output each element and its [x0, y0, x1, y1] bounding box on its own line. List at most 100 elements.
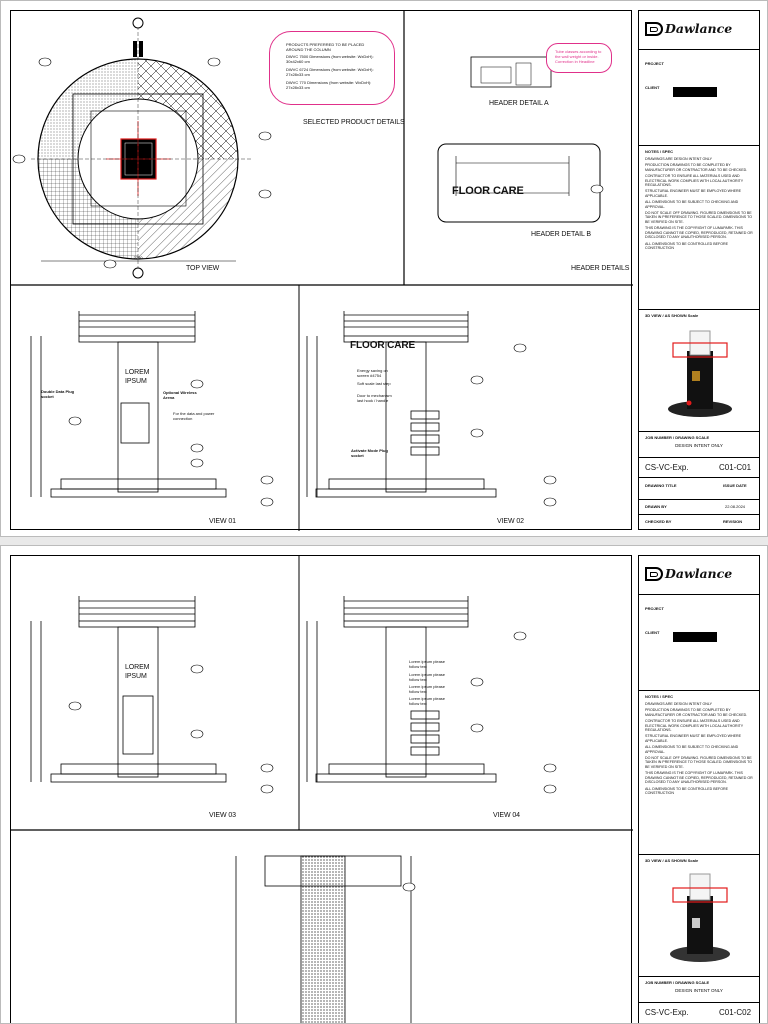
- notes-list: DRAWINGS ARE DESIGN INTENT ONLY PRODUCTI…: [645, 702, 755, 797]
- note-item: THIS DRAWING IS THE COPYRIGHT OF LUMAPAR…: [645, 771, 753, 785]
- note-item: PRODUCTION DRAWINGS TO BE COMPLETED BY M…: [645, 708, 748, 717]
- company-name: Dawlance: [665, 21, 733, 36]
- divider: [639, 309, 759, 310]
- note-item: DO NOT SCALE OFF DRAWING. FIGURED DIMENS…: [645, 756, 753, 769]
- divider: [639, 477, 759, 478]
- floor-care-elevation: FLOOR CARE: [350, 340, 416, 351]
- header-note: Tube classes according to the wall weigh…: [555, 49, 602, 64]
- sheet2-drawings: [11, 556, 633, 1023]
- selected-product-label: SELECTED PRODUCT DETAILS: [303, 119, 405, 126]
- lorem-ipsum-line: Lorem ipsum please follow text: [409, 684, 446, 694]
- svg-text:2750: 2750: [134, 255, 144, 260]
- note-item: DRAWINGS ARE DESIGN INTENT ONLY: [645, 702, 713, 706]
- company-name: Dawlance: [665, 566, 733, 581]
- divider: [639, 594, 759, 595]
- render-label: 3D VIEW / AS SHOWN Scale: [645, 858, 699, 863]
- drawing-code: CS-VC-Exp.: [645, 463, 689, 472]
- divider: [639, 854, 759, 855]
- notes-header: NOTES / SPEC: [645, 694, 674, 699]
- sheet-number: C01-C02: [719, 1008, 752, 1017]
- footer-field: DRAWN BY: [645, 504, 667, 509]
- footer-field: REVISION: [723, 519, 743, 524]
- divider: [639, 457, 759, 458]
- double-data-note: Double Data Plug socket: [41, 389, 75, 399]
- products-note-cloud: PRODUCTS PREFERRED TO BE PLACED AROUND T…: [269, 31, 395, 105]
- activate-mode-note: Activate Mode Plug socket: [351, 448, 388, 458]
- header-details-label: HEADER DETAILS: [571, 265, 630, 272]
- lorem-ipsum-line: Lorem ipsum please follow text: [409, 659, 446, 669]
- drawing-frame: [10, 555, 633, 1023]
- drawing-frame: 2750: [10, 10, 633, 531]
- client-label: CLIENT: [645, 85, 660, 90]
- divider: [639, 690, 759, 691]
- view04-label: VIEW 04: [493, 812, 520, 819]
- divider: [639, 431, 759, 432]
- note-item: CONTRACTOR TO ENSURE ALL MATERIALS USED …: [645, 174, 744, 188]
- footer-field: DRAWING TITLE: [645, 483, 677, 488]
- optional-arena-note: Optional Wireless Arena: [163, 390, 197, 400]
- note-item: STRUCTURAL ENGINEER MUST BE EMPLOYED WHE…: [645, 734, 742, 743]
- product-render: [668, 330, 732, 417]
- drawing-code: CS-VC-Exp.: [645, 1008, 689, 1017]
- note-item: STRUCTURAL ENGINEER MUST BE EMPLOYED WHE…: [645, 189, 742, 198]
- note-item: ALL DIMENSIONS TO BE CONTROLLED BEFORE C…: [645, 786, 729, 795]
- sheet-number: C01-C01: [719, 463, 752, 472]
- ipsum-label: IPSUM: [125, 378, 147, 385]
- note-item: CONTRACTOR TO ENSURE ALL MATERIALS USED …: [645, 719, 744, 733]
- divider: [639, 145, 759, 146]
- note-item: PRODUCTION DRAWINGS TO BE COMPLETED BY M…: [645, 163, 748, 172]
- title-block: Dawlance PROJECT CLIENT NOTES / SPEC DRA…: [638, 555, 760, 1023]
- project-label: PROJECT: [645, 61, 664, 66]
- design-intent-label: DESIGN INTENT ONLY: [675, 443, 723, 448]
- logo-mark-icon: [645, 21, 663, 36]
- products-note-line: DWVC 770 Dimensions (from website: WxDxH…: [286, 80, 372, 90]
- drawing-sheet-1: 2750: [0, 0, 768, 537]
- view02-label: VIEW 02: [497, 518, 524, 525]
- note-item: ALL DIMENSIONS TO BE CONTROLLED BEFORE C…: [645, 241, 729, 250]
- header-detail-b-label: HEADER DETAIL B: [531, 231, 591, 238]
- products-note-line: DWVC 7500 Dimensions (from website: WxDx…: [286, 54, 374, 64]
- divider: [639, 976, 759, 977]
- logo-mark-icon: [645, 566, 663, 581]
- lorem-ipsum-line: Lorem ipsum please follow text: [409, 696, 446, 706]
- divider: [639, 499, 759, 500]
- note-item: ALL DIMENSIONS TO BE SUBJECT TO CHECKING…: [645, 745, 739, 754]
- top-view-label: TOP VIEW: [186, 265, 220, 272]
- divider: [639, 49, 759, 50]
- view02-note: Energy saving on screen #4754: [357, 368, 388, 378]
- company-logo: Dawlance: [645, 566, 732, 581]
- lorem-ipsum-line: Lorem ipsum please follow text: [409, 672, 446, 682]
- product-render: [670, 873, 730, 962]
- drawing-sheet-2: VIEW 03 VIEW 04 LOREM IPSUM Lorem ipsum …: [0, 545, 768, 1024]
- job-label: JOB NUMBER / DRAWING SCALE: [645, 435, 710, 440]
- project-label: PROJECT: [645, 606, 664, 611]
- power-connection-note: For the data and power connection: [173, 411, 215, 421]
- products-note-line: PRODUCTS PREFERRED TO BE PLACED AROUND T…: [286, 42, 365, 52]
- render-label: 3D VIEW / AS SHOWN Scale: [645, 313, 699, 318]
- view01-label: VIEW 01: [209, 518, 236, 525]
- header-note-cloud: Tube classes according to the wall weigh…: [546, 43, 612, 73]
- client-redacted: [673, 87, 717, 97]
- issue-date: 22.08.2024: [725, 504, 746, 509]
- divider: [639, 514, 759, 515]
- client-label: CLIENT: [645, 630, 660, 635]
- lorem-label: LOREM: [125, 369, 150, 376]
- view02-note: Door to mechanism last hook / handle: [357, 393, 392, 403]
- notes-list: DRAWINGS ARE DESIGN INTENT ONLY PRODUCTI…: [645, 157, 755, 252]
- note-item: ALL DIMENSIONS TO BE SUBJECT TO CHECKING…: [645, 200, 739, 209]
- floor-care-title: FLOOR CARE: [452, 185, 524, 197]
- footer-field: ISSUE DATE: [723, 483, 747, 488]
- view03-label: VIEW 03: [209, 812, 236, 819]
- sheet1-drawings: 2750: [11, 11, 633, 531]
- company-logo: Dawlance: [645, 21, 732, 36]
- lorem-label: LOREM: [125, 664, 150, 671]
- job-label: JOB NUMBER / DRAWING SCALE: [645, 980, 710, 985]
- ipsum-label: IPSUM: [125, 673, 147, 680]
- view02-note: Soft scale last step: [357, 381, 391, 386]
- products-note-line: DWVC 6724 Dimensions (from website: WxDx…: [286, 67, 374, 77]
- title-block: Dawlance PROJECT CLIENT NOTES / SPEC DRA…: [638, 10, 760, 530]
- client-redacted: [673, 632, 717, 642]
- note-item: DO NOT SCALE OFF DRAWING. FIGURED DIMENS…: [645, 211, 753, 224]
- footer-field: CHECKED BY: [645, 519, 672, 524]
- note-item: THIS DRAWING IS THE COPYRIGHT OF LUMAPAR…: [645, 226, 753, 240]
